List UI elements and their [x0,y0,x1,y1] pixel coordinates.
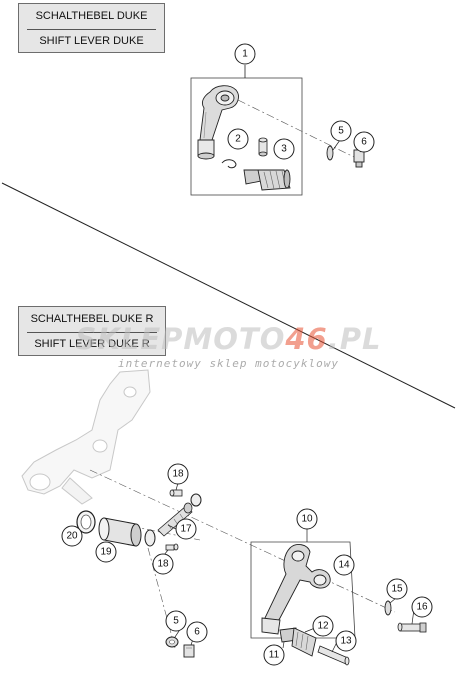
bushing-part [98,517,142,547]
callout-19[interactable]: 19 [95,541,117,563]
section-divider-line [1,182,456,409]
svg-text:13: 13 [340,636,352,647]
svg-text:2: 2 [235,134,241,145]
title-de: SCHALTHEBEL DUKE [35,10,148,22]
axis-line [237,99,361,161]
callout-13[interactable]: 13 [335,630,357,652]
svg-text:20: 20 [66,531,78,542]
callout-17[interactable]: 17 [175,518,197,540]
callout-6[interactable]: 6 [353,131,375,153]
callout-6[interactable]: 6 [186,621,208,643]
callout-2[interactable]: 2 [227,128,249,150]
callout-18[interactable]: 18 [167,463,189,485]
leader-line [332,139,341,151]
callout-12[interactable]: 12 [312,615,334,637]
title-divider [27,332,157,333]
svg-text:12: 12 [317,621,329,632]
pin-part [317,645,350,666]
svg-text:6: 6 [361,137,367,148]
callout-1[interactable]: 1 [234,43,256,65]
callout-15[interactable]: 15 [386,578,408,600]
shift-lever-part [197,85,239,160]
bolt-part [353,149,365,168]
washer-part [190,493,202,507]
svg-text:18: 18 [157,559,169,570]
svg-text:16: 16 [416,602,428,613]
leader-line [282,641,285,649]
title-box-shift-lever-duke-r: SCHALTHEBEL DUKE R SHIFT LEVER DUKE R [18,306,166,356]
svg-text:10: 10 [301,514,313,525]
ring-part-inner [80,514,92,530]
svg-text:5: 5 [173,616,179,627]
svg-text:17: 17 [180,524,192,535]
leader-line [167,524,177,530]
nut-part [183,644,195,658]
bolt-part [397,622,427,633]
title-en: SHIFT LEVER DUKE R [34,338,150,350]
pin-part [169,489,183,497]
washer-part-inner [169,639,175,645]
bolt-part [165,543,179,551]
svg-text:1: 1 [242,49,248,60]
washer-part [144,529,156,547]
svg-text:5: 5 [338,126,344,137]
callout-20[interactable]: 20 [61,525,83,547]
svg-text:3: 3 [281,144,287,155]
callout-10[interactable]: 10 [296,508,318,530]
footpeg-part [243,169,291,191]
clip-part [221,159,237,169]
washer-part [326,145,334,161]
axis-line [147,547,176,649]
svg-text:14: 14 [338,560,350,571]
title-divider [27,29,156,30]
footrest-bracket-faded [21,369,151,505]
callout-14[interactable]: 14 [333,554,355,576]
threaded-rod-part [157,502,193,537]
callout-11[interactable]: 11 [263,644,285,666]
callout-5[interactable]: 5 [330,120,352,142]
assembly-frame-1 [190,77,303,196]
title-box-shift-lever-duke: SCHALTHEBEL DUKE SHIFT LEVER DUKE [18,3,165,53]
callout-5[interactable]: 5 [165,610,187,632]
title-de: SCHALTHEBEL DUKE R [30,313,154,325]
pin-part [258,137,268,157]
svg-text:15: 15 [391,584,403,595]
svg-text:19: 19 [100,547,112,558]
title-en: SHIFT LEVER DUKE [39,35,144,47]
shift-lever-duke-r-part [261,544,331,635]
washer-part [384,600,392,616]
callout-3[interactable]: 3 [273,138,295,160]
svg-text:18: 18 [172,469,184,480]
svg-text:6: 6 [194,627,200,638]
svg-text:11: 11 [269,650,280,661]
callout-18[interactable]: 18 [152,553,174,575]
callout-16[interactable]: 16 [411,596,433,618]
footpeg-part [279,627,317,657]
